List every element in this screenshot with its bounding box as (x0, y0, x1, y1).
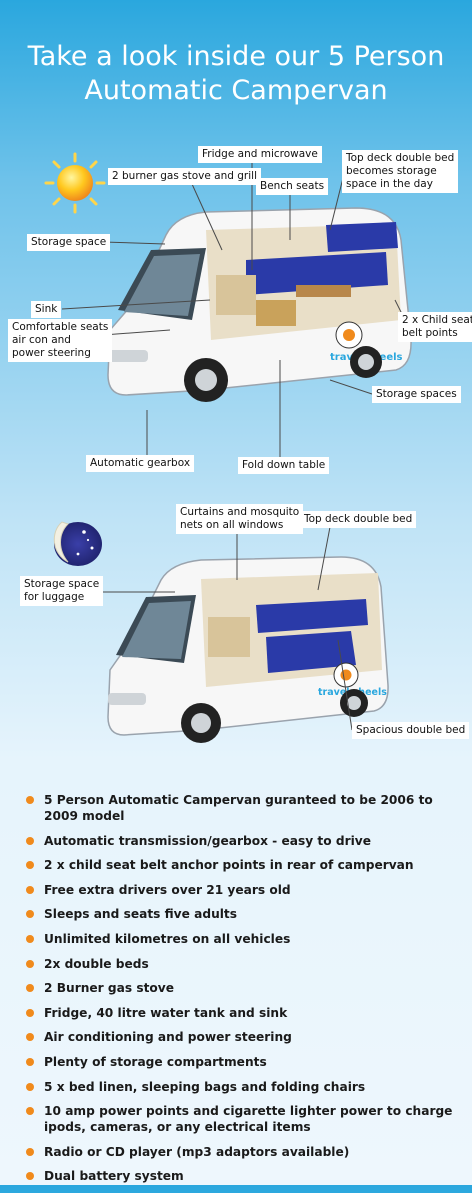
feature-item: 2 Burner gas stove (0, 980, 472, 996)
label-top-deck-storage-l2: becomes storage (346, 165, 437, 177)
feature-text: 2 x child seat belt anchor points in rea… (44, 858, 414, 873)
feature-item: Plenty of storage compartments (0, 1054, 472, 1070)
label-curtains: Curtains and mosquito nets on all window… (176, 504, 304, 534)
bullet-icon (26, 1033, 34, 1042)
bullet-icon (26, 836, 34, 845)
feature-text: Fridge, 40 litre water tank and sink (44, 1005, 288, 1020)
label-top-deck-storage-l1: Top deck double bed (346, 152, 455, 164)
feature-text: 10 amp power points and cigarette lighte… (44, 1104, 453, 1135)
label-bench-seats: Bench seats (256, 178, 329, 195)
label-top-deck-bed: Top deck double bed (300, 511, 417, 528)
label-comfortable-seats-l3: power steering (12, 347, 91, 359)
feature-item: 10 amp power points and cigarette lighte… (0, 1103, 472, 1135)
bullet-icon (26, 1082, 34, 1091)
bullet-icon (26, 1057, 34, 1066)
label-comfortable-seats-l2: air con and (12, 334, 71, 346)
feature-item: Unlimited kilometres on all vehicles (0, 931, 472, 947)
day-van-illustration: travelwheels (107, 207, 412, 402)
feature-text: 2x double beds (44, 956, 149, 971)
feature-text: Plenty of storage compartments (44, 1054, 267, 1069)
page-title: Take a look inside our 5 Person Automati… (0, 40, 472, 108)
feature-text: 5 Person Automatic Campervan guranteed t… (44, 793, 433, 823)
feature-item: 5 x bed linen, sleeping bags and folding… (0, 1079, 472, 1095)
bullet-icon (26, 910, 34, 919)
feature-text: Sleeps and seats five adults (44, 907, 238, 922)
label-curtains-l2: nets on all windows (180, 519, 284, 531)
feature-item: Free extra drivers over 21 years old (0, 882, 472, 898)
bullet-icon (26, 934, 34, 943)
label-child-seat: 2 x Child seat belt points (398, 312, 472, 342)
label-child-seat-l1: 2 x Child seat (402, 314, 472, 326)
label-top-deck-storage: Top deck double bed becomes storage spac… (342, 150, 459, 193)
bullet-icon (26, 861, 34, 870)
feature-item: Radio or CD player (mp3 adaptors availab… (0, 1144, 472, 1160)
label-spacious-double-bed: Spacious double bed (352, 722, 470, 739)
label-sink: Sink (31, 301, 62, 318)
title-line-1: Take a look inside our 5 Person (27, 41, 445, 72)
sun-icon (44, 152, 106, 214)
label-fold-down-table: Fold down table (238, 457, 330, 474)
feature-item: Fridge, 40 litre water tank and sink (0, 1005, 472, 1021)
feature-text: Air conditioning and power steering (44, 1030, 292, 1045)
label-storage-space: Storage space (27, 234, 111, 251)
features-list: 5 Person Automatic Campervan guranteed t… (0, 792, 472, 1193)
label-storage-spaces: Storage spaces (372, 386, 461, 403)
feature-item: Air conditioning and power steering (0, 1029, 472, 1045)
label-gas-stove: 2 burner gas stove and grill (108, 168, 261, 185)
label-luggage-storage: Storage space for luggage (20, 576, 104, 606)
moon-icon (53, 521, 102, 566)
feature-item: 2 x child seat belt anchor points in rea… (0, 857, 472, 873)
label-child-seat-l2: belt points (402, 327, 458, 339)
bullet-icon (26, 1147, 34, 1156)
leader-lines (61, 162, 406, 731)
night-van-illustration: travelwheels (107, 556, 389, 743)
bullet-icon (26, 984, 34, 993)
feature-text: 5 x bed linen, sleeping bags and folding… (44, 1079, 366, 1094)
feature-text: Dual battery system (44, 1169, 184, 1184)
feature-text: Automatic transmission/gearbox - easy to… (44, 833, 371, 848)
label-automatic-gearbox: Automatic gearbox (86, 455, 195, 472)
bullet-icon (26, 1008, 34, 1017)
feature-text: Free extra drivers over 21 years old (44, 882, 291, 897)
label-top-deck-storage-l3: space in the day (346, 178, 433, 190)
label-curtains-l1: Curtains and mosquito (180, 506, 300, 518)
label-comfortable-seats: Comfortable seats air con and power stee… (8, 319, 113, 362)
bullet-icon (26, 1107, 34, 1116)
label-luggage-storage-l2: for luggage (24, 591, 85, 603)
label-luggage-storage-l1: Storage space (24, 578, 100, 590)
label-fridge-microwave: Fridge and microwave (198, 146, 322, 163)
feature-item: Sleeps and seats five adults (0, 906, 472, 922)
feature-item: 2x double beds (0, 956, 472, 972)
title-line-2: Automatic Campervan (84, 75, 388, 106)
bullet-icon (26, 885, 34, 894)
bullet-icon (26, 1172, 34, 1181)
feature-item: Dual battery system (0, 1168, 472, 1184)
feature-text: 2 Burner gas stove (44, 981, 175, 996)
feature-item: Automatic transmission/gearbox - easy to… (0, 833, 472, 849)
feature-text: Radio or CD player (mp3 adaptors availab… (44, 1144, 350, 1159)
bullet-icon (26, 959, 34, 968)
bullet-icon (26, 796, 34, 804)
label-comfortable-seats-l1: Comfortable seats (12, 321, 109, 333)
feature-item: 5 Person Automatic Campervan guranteed t… (0, 792, 472, 824)
feature-text: Unlimited kilometres on all vehicles (44, 931, 291, 946)
